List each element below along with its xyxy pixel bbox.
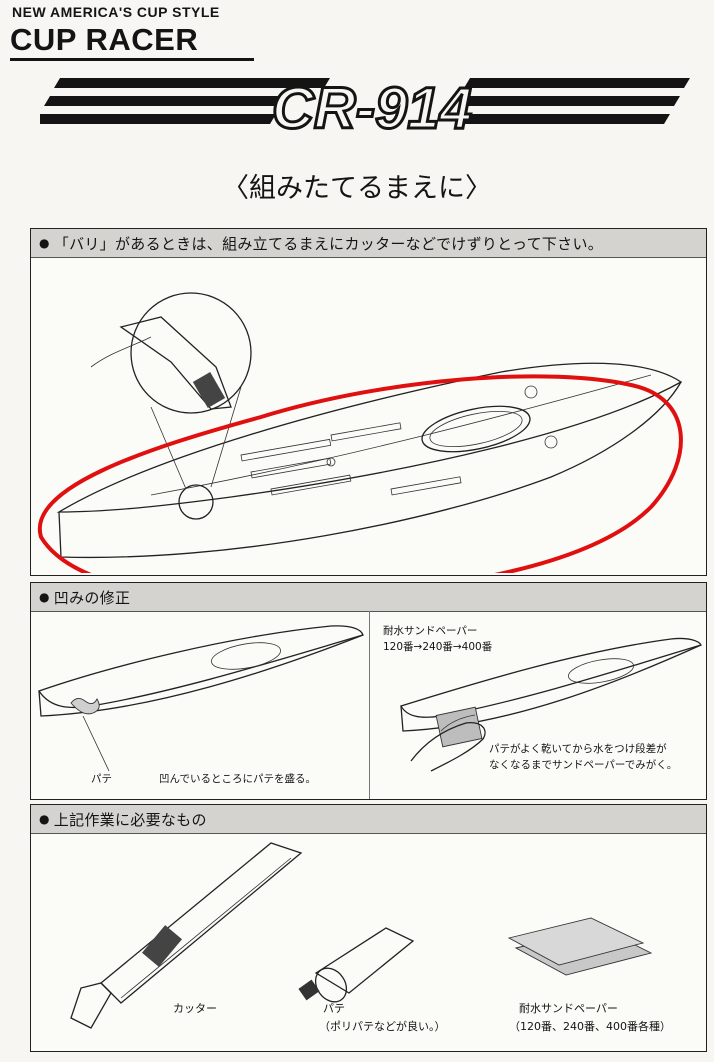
label-polish-line1: パテがよく乾いてから水をつけ段差が bbox=[489, 743, 667, 755]
tools-illustration bbox=[70, 842, 653, 1029]
label-sandpaper-item: 耐水サンドペーパー bbox=[519, 1002, 618, 1015]
highlight-ring bbox=[37, 374, 683, 573]
label-cutter: カッター bbox=[173, 1002, 217, 1015]
label-putty: パテ bbox=[91, 773, 112, 785]
section-deburr: ● 「バリ」があるときは、組み立てるまえにカッターなどでけずりとって下さい。 bbox=[30, 228, 707, 576]
section-header-tools: ● 上記作業に必要なもの bbox=[31, 805, 706, 834]
bullet-icon: ● bbox=[39, 812, 50, 826]
label-putty-item: パテ bbox=[323, 1002, 345, 1015]
section-title: 上記作業に必要なもの bbox=[53, 810, 207, 829]
divider bbox=[369, 611, 370, 799]
title-underline bbox=[10, 58, 254, 61]
bullet-icon: ● bbox=[39, 590, 50, 604]
label-putty-note: （ポリパテなどが良い。） bbox=[319, 1020, 446, 1033]
label-sandpaper: 耐水サンドペーパー bbox=[383, 625, 478, 637]
tagline: NEW AMERICA'S CUP STYLE bbox=[12, 4, 220, 20]
putty-tube-icon bbox=[298, 927, 415, 1003]
section-title: 凹みの修正 bbox=[53, 588, 131, 607]
section-dent-repair: ● 凹みの修正 パテ 凹んでいるところにパテを盛る。 耐水サンドペーパー 120… bbox=[30, 582, 707, 800]
label-putty-instruction: 凹んでいるところにパテを盛る。 bbox=[159, 773, 316, 785]
sandpaper-icon bbox=[507, 917, 653, 976]
cutter-icon bbox=[70, 842, 303, 1029]
label-polish-line2: なくなるまでサンドペーパーでみがく。 bbox=[489, 759, 678, 771]
hull-illustration-large bbox=[37, 292, 683, 573]
label-grits: 120番→240番→400番 bbox=[383, 641, 493, 653]
hull-illustration-sanding bbox=[400, 637, 702, 772]
brand-title: CUP RACER bbox=[10, 22, 199, 57]
model-logo: CR-914 bbox=[40, 75, 690, 143]
bullet-icon: ● bbox=[39, 236, 50, 250]
hull-illustration-putty bbox=[37, 625, 364, 772]
label-sandpaper-note: （120番、240番、400番各種） bbox=[509, 1020, 671, 1033]
section-tools: ● 上記作業に必要なもの カッター パテ （ポリパテなどが良い。） 耐水サンドペ… bbox=[30, 804, 707, 1052]
section-header-deburr: ● 「バリ」があるときは、組み立てるまえにカッターなどでけずりとって下さい。 bbox=[31, 229, 706, 258]
model-logo-text: CR-914 bbox=[272, 76, 472, 141]
page-subtitle: 〈組みたてるまえに〉 bbox=[222, 173, 492, 204]
section-title: 「バリ」があるときは、組み立てるまえにカッターなどでけずりとって下さい。 bbox=[53, 234, 604, 253]
section-header-dent-repair: ● 凹みの修正 bbox=[31, 583, 706, 612]
